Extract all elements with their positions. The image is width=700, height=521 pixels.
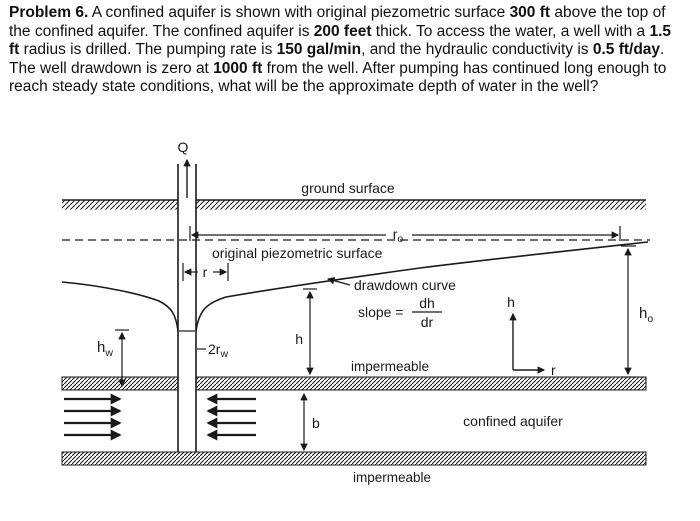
flow-arrows-left <box>64 393 122 441</box>
hr-axes: h r <box>507 294 556 378</box>
slope-equation: slope = dh dr <box>358 295 442 330</box>
slope-numerator: dh <box>419 295 435 311</box>
ground-surface: ground surface <box>62 180 646 210</box>
r0-label: ro <box>393 226 404 245</box>
flow-arrows-right <box>206 393 256 441</box>
slope-label: slope = <box>358 304 404 320</box>
axes-h-label: h <box>507 294 515 310</box>
hw-label: hw <box>97 339 113 359</box>
drawdown-curve-left <box>61 281 179 332</box>
impermeable-lower-band <box>61 451 647 466</box>
piezometric-surface: original piezometric surface <box>62 239 650 261</box>
impermeable-lower: impermeable <box>61 451 647 485</box>
r-label: r <box>203 264 208 280</box>
impermeable-upper-band <box>61 376 179 391</box>
impermeable-upper: impermeable <box>61 359 647 391</box>
h-dimension: h <box>295 288 317 376</box>
drawdown-curve-right <box>195 241 649 332</box>
r-dimension: r <box>182 263 229 281</box>
h0-dimension: ho <box>621 245 653 378</box>
b-label: b <box>312 415 320 431</box>
drawdown-callout: drawdown curve <box>326 277 456 293</box>
impermeable-upper-label: impermeable <box>351 359 429 374</box>
slope-denominator: dr <box>421 314 434 330</box>
axes-r-label: r <box>551 362 556 378</box>
drawdown-pointer-arrow <box>326 277 351 286</box>
b-dimension: b <box>300 392 320 452</box>
r0-dimension: ro <box>189 226 621 245</box>
ground-surface-label: ground surface <box>301 180 395 196</box>
q-label: Q <box>178 139 189 155</box>
impermeable-lower-label: impermeable <box>353 470 431 485</box>
h0-label: ho <box>639 305 653 325</box>
ground-hatch <box>196 200 646 210</box>
problem-text: Problem 6. A confined aquifer is shown w… <box>9 4 672 96</box>
ground-hatch <box>62 200 178 210</box>
piezometric-surface-label: original piezometric surface <box>212 245 383 261</box>
well-radius-label: 2rw <box>208 341 228 360</box>
drawdown-curve-label: drawdown curve <box>354 277 456 293</box>
well: Q <box>177 139 197 452</box>
well-radius-callout: 2rw <box>197 341 228 360</box>
confined-aquifer-label: confined aquifer <box>463 413 563 429</box>
impermeable-upper-band <box>195 376 647 391</box>
h-label: h <box>295 331 303 347</box>
